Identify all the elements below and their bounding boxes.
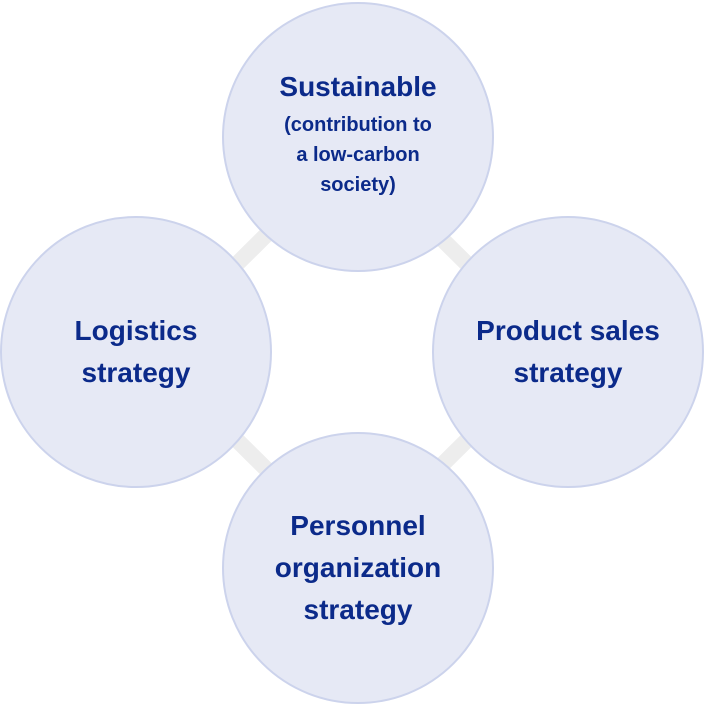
node-logistics-strategy: Logistics strategy <box>0 216 272 488</box>
node-personnel-organization-strategy-title: Personnel organization strategy <box>274 510 442 625</box>
node-sustainable-title: Sustainable <box>279 71 437 102</box>
node-sustainable: Sustainable (contribution to a low-carbo… <box>222 2 494 272</box>
node-logistics-strategy-title: Logistics strategy <box>74 315 198 388</box>
node-personnel-organization-strategy: Personnel organization strategy <box>222 432 494 704</box>
node-product-sales-strategy-title: Product sales strategy <box>476 315 660 388</box>
node-product-sales-strategy: Product sales strategy <box>432 216 704 488</box>
node-sustainable-subtitle: (contribution to a low-carbon society) <box>284 114 432 196</box>
